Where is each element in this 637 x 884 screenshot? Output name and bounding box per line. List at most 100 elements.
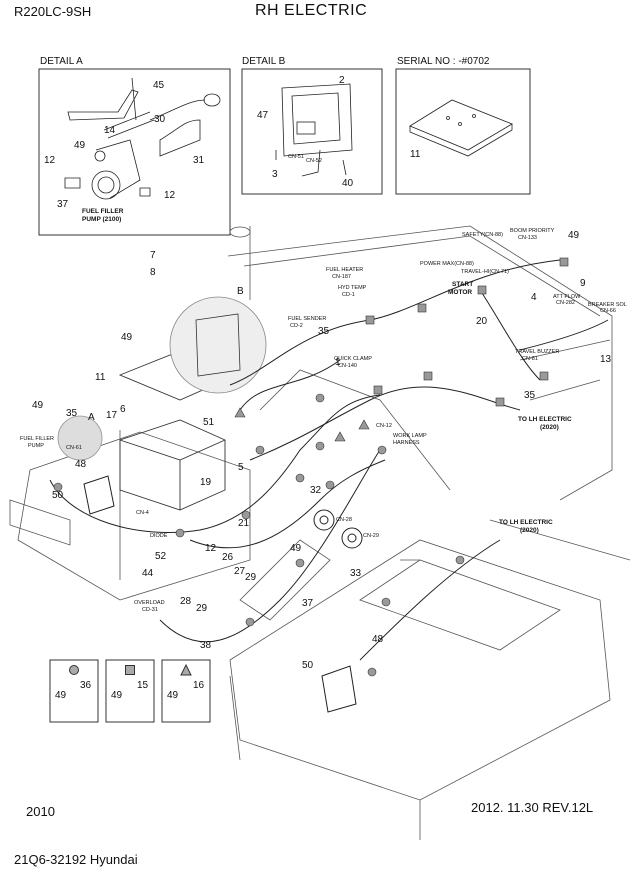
svg-text:32: 32	[310, 485, 322, 496]
svg-text:12: 12	[205, 543, 217, 554]
svg-text:TRAVEL-HI(CN-71): TRAVEL-HI(CN-71)	[461, 269, 509, 275]
svg-text:49: 49	[121, 332, 133, 343]
svg-text:35: 35	[318, 326, 330, 337]
svg-text:CN-61: CN-61	[66, 445, 82, 451]
svg-text:44: 44	[142, 568, 154, 579]
svg-text:20: 20	[476, 316, 488, 327]
detail-a-circle	[57, 415, 103, 461]
svg-text:6: 6	[120, 404, 126, 415]
detail-b-circle	[169, 296, 267, 394]
svg-text:SAFETY(CN-88): SAFETY(CN-88)	[462, 232, 503, 238]
svg-text:CD-31: CD-31	[142, 607, 158, 613]
svg-text:OVERLOAD: OVERLOAD	[134, 600, 165, 606]
detail-b-box	[241, 68, 383, 195]
detail-a-label: DETAIL A	[40, 56, 83, 67]
svg-text:50: 50	[302, 660, 314, 671]
to-lh-electric-2: TO LH ELECTRIC	[499, 519, 553, 526]
callout-3: 3	[272, 169, 278, 180]
callout-11-serial: 11	[410, 149, 421, 160]
detail-a-drawing	[64, 77, 221, 200]
svg-text:CN-282: CN-282	[556, 300, 575, 306]
svg-text:PUMP: PUMP	[28, 443, 44, 449]
svg-text:FUEL FILLER: FUEL FILLER	[20, 436, 54, 442]
callout-2: 2	[339, 75, 345, 86]
svg-text:WORK LAMP: WORK LAMP	[393, 433, 427, 439]
svg-text:19: 19	[200, 477, 212, 488]
svg-text:15: 15	[137, 680, 149, 691]
page-number: 2010	[26, 804, 55, 819]
svg-text:DIODE: DIODE	[150, 533, 168, 539]
svg-text:5: 5	[238, 462, 244, 473]
svg-text:B: B	[237, 286, 244, 297]
svg-text:CN-187: CN-187	[332, 274, 351, 280]
work-lamps	[83, 475, 363, 713]
svg-text:27: 27	[234, 566, 246, 577]
serial-label: SERIAL NO : -#0702	[397, 56, 490, 67]
svg-text:QUICK CLAMP: QUICK CLAMP	[334, 356, 372, 362]
svg-text:CN-52: CN-52	[306, 158, 322, 164]
svg-text:16: 16	[193, 680, 205, 691]
svg-text:37: 37	[302, 598, 314, 609]
svg-text:29: 29	[245, 572, 257, 583]
detail-a-box	[38, 68, 231, 236]
svg-text:POWER MAX(CN-88): POWER MAX(CN-88)	[420, 261, 474, 267]
svg-text:8: 8	[150, 267, 156, 278]
svg-text:49: 49	[568, 230, 580, 241]
svg-text:35: 35	[66, 408, 78, 419]
model-number: R220LC-9SH	[14, 4, 92, 19]
svg-text:CN-29: CN-29	[363, 533, 379, 539]
svg-text:HYD TEMP: HYD TEMP	[338, 285, 367, 291]
svg-text:BOOM PRIORITY: BOOM PRIORITY	[510, 228, 555, 234]
svg-text:(2020): (2020)	[540, 424, 559, 431]
svg-text:13: 13	[600, 354, 612, 365]
svg-text:CN-133: CN-133	[518, 235, 537, 241]
svg-text:1: 1	[335, 357, 341, 368]
svg-text:49: 49	[55, 690, 67, 701]
svg-text:52: 52	[155, 551, 167, 562]
fuel-filler-pump-label-2: PUMP (2100)	[82, 216, 121, 223]
svg-text:36: 36	[80, 680, 92, 691]
svg-text:49: 49	[167, 690, 179, 701]
fuel-filler-pump-label: FUEL FILLER	[82, 208, 124, 215]
svg-text:TRAVEL BUZZER: TRAVEL BUZZER	[515, 349, 559, 355]
page-title: RH ELECTRIC	[255, 2, 368, 19]
serial-plate-drawing	[409, 99, 513, 157]
detail-b-label: DETAIL B	[242, 56, 286, 67]
callout-47: 47	[257, 110, 269, 121]
harness-markers	[53, 257, 569, 677]
svg-text:50: 50	[52, 490, 64, 501]
svg-text:11: 11	[95, 372, 106, 383]
callout-12: 12	[44, 155, 56, 166]
callout-31: 31	[193, 155, 205, 166]
svg-text:49: 49	[290, 543, 302, 554]
detail-b-callouts: 2 47 CN-51 CN-52 3 40 11	[257, 75, 421, 189]
callout-12b: 12	[164, 190, 176, 201]
svg-text:38: 38	[200, 640, 212, 651]
svg-text:51: 51	[203, 417, 215, 428]
triangle-marker-icon	[180, 663, 192, 676]
detail-a-callouts: 45 30 14 49 12 31 37 12 FUEL FILLER PUMP…	[44, 80, 205, 223]
svg-text:CN-81: CN-81	[522, 356, 538, 362]
svg-text:CD-1: CD-1	[342, 292, 355, 298]
svg-text:CN-12: CN-12	[376, 423, 392, 429]
start-motor-label: START	[452, 281, 473, 288]
svg-text:CD-2: CD-2	[290, 323, 303, 329]
wiring-harness	[49, 259, 609, 661]
svg-text:(2020): (2020)	[520, 527, 539, 534]
svg-text:17: 17	[106, 410, 118, 421]
serial-box	[395, 68, 531, 195]
callout-49: 49	[74, 140, 86, 151]
svg-text:CN-4: CN-4	[136, 510, 149, 516]
machine-frame	[9, 225, 631, 840]
callout-14: 14	[104, 125, 116, 136]
circle-marker-icon	[69, 665, 79, 675]
legend-callouts: 49 36 49 15 49 16	[55, 680, 205, 701]
svg-text:48: 48	[75, 459, 87, 470]
svg-text:7: 7	[150, 250, 156, 261]
svg-text:29: 29	[196, 603, 208, 614]
svg-text:FUEL SENDER: FUEL SENDER	[288, 316, 326, 322]
svg-text:4: 4	[531, 292, 537, 303]
to-lh-electric-1: TO LH ELECTRIC	[518, 416, 572, 423]
document-id: 21Q6-32192 Hyundai	[14, 852, 138, 867]
